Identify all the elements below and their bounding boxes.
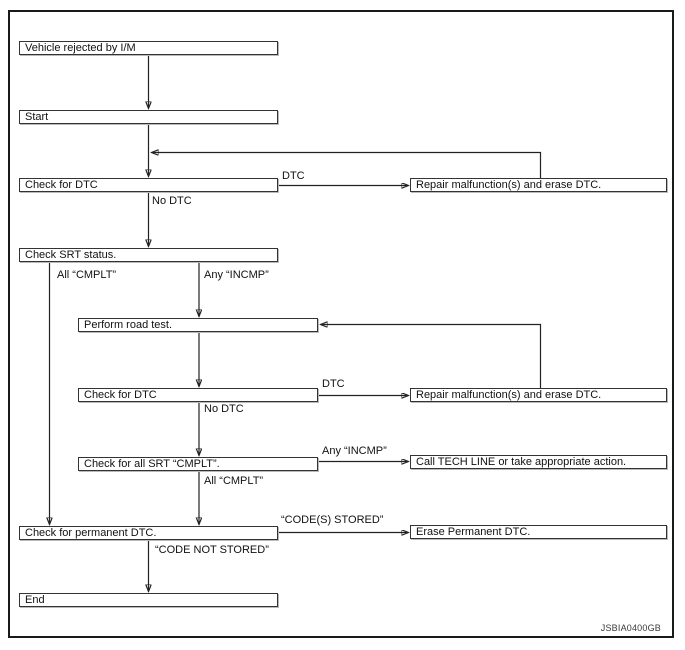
edge-label-no-dtc-2: No DTC <box>204 403 244 415</box>
edge-repair2-feedback <box>321 325 542 388</box>
node-perform-road-test: Perform road test. <box>78 318 318 332</box>
node-check-all-srt-cmplt: Check for all SRT “CMPLT”. <box>78 457 318 471</box>
edge-label-code-not-stored: “CODE NOT STORED” <box>155 544 269 556</box>
edge-repair1-feedback <box>152 153 542 178</box>
node-erase-permanent-dtc: Erase Permanent DTC. <box>410 525 667 539</box>
node-call-tech-line: Call TECH LINE or take appropriate actio… <box>410 455 667 469</box>
edge-label-all-cmplt-1: All “CMPLT” <box>57 269 117 281</box>
node-check-dtc-1: Check for DTC <box>19 178 278 192</box>
node-repair-erase-dtc-2: Repair malfunction(s) and erase DTC. <box>410 388 667 402</box>
node-repair-erase-dtc-1: Repair malfunction(s) and erase DTC. <box>410 178 667 192</box>
node-check-srt-status: Check SRT status. <box>19 248 278 262</box>
edge-label-dtc-1: DTC <box>282 170 305 182</box>
edge-label-any-incmp-2: Any “INCMP” <box>322 445 387 457</box>
edge-label-any-incmp-1: Any “INCMP” <box>204 269 269 281</box>
edge-label-dtc-2: DTC <box>322 378 345 390</box>
figure-id: JSBIA0400GB <box>600 623 661 633</box>
edge-label-codes-stored: “CODE(S) STORED” <box>281 514 384 526</box>
edge-label-no-dtc-1: No DTC <box>152 195 192 207</box>
node-vehicle-rejected: Vehicle rejected by I/M <box>19 41 278 55</box>
node-end: End <box>19 593 278 607</box>
diagram-border <box>8 10 674 638</box>
node-start: Start <box>19 110 278 124</box>
node-check-permanent-dtc: Check for permanent DTC. <box>19 526 278 540</box>
edge-label-all-cmplt-2: All “CMPLT” <box>204 475 264 487</box>
node-check-dtc-2: Check for DTC <box>78 388 318 402</box>
